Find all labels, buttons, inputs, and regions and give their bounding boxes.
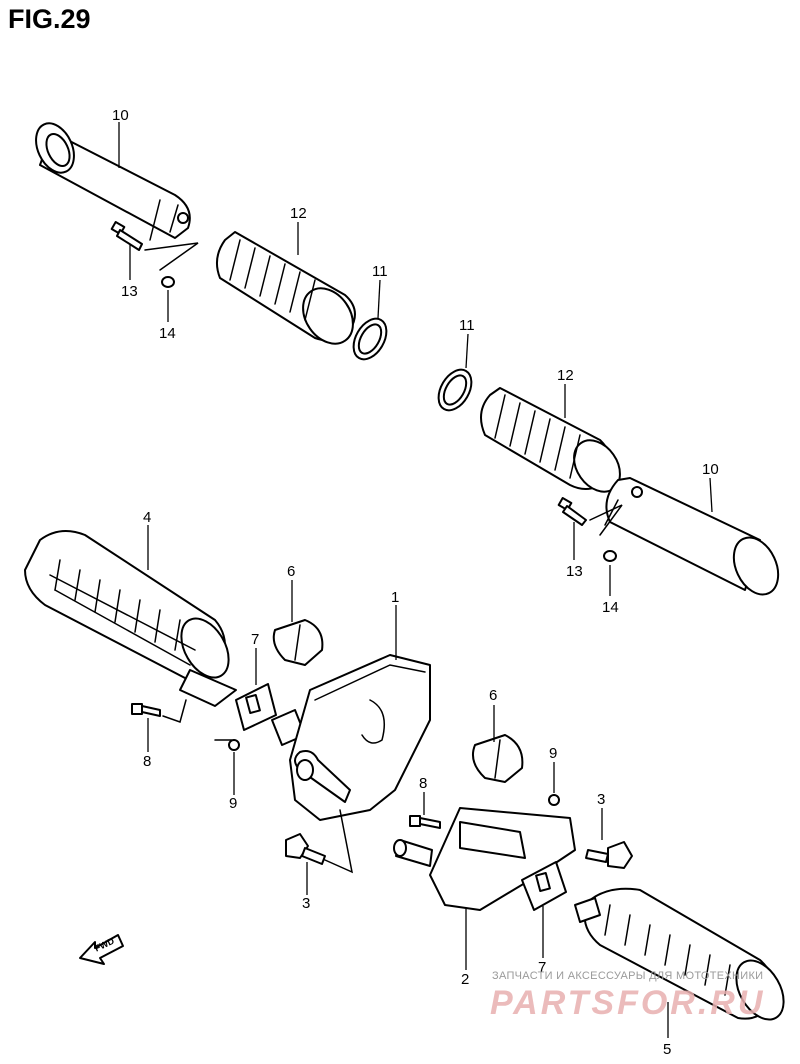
clip-9-right	[548, 794, 560, 806]
callout-11: 11	[459, 317, 475, 334]
callout-14: 14	[602, 599, 619, 616]
passenger-peg-bar-left	[35, 122, 191, 241]
callout-9: 9	[229, 795, 237, 812]
washer-7-left	[235, 683, 277, 731]
clamp-6-right	[472, 734, 524, 783]
callout-9: 9	[549, 745, 557, 762]
clamp-6-left	[272, 619, 324, 666]
passenger-peg-bar-right	[604, 477, 780, 596]
clip-9-left	[228, 739, 240, 751]
bolt-3-right	[585, 841, 633, 869]
bolt-8-left	[131, 703, 161, 717]
peg-rubber-left	[215, 231, 356, 345]
washer-7-right	[521, 861, 567, 911]
peg-rubber-right	[480, 387, 621, 493]
bolt-3-left	[285, 833, 326, 865]
clip-14-mid	[603, 550, 617, 562]
callout-3: 3	[302, 895, 310, 912]
callout-13: 13	[566, 563, 583, 580]
callout-6: 6	[287, 563, 295, 580]
bolt-13-mid	[557, 497, 587, 526]
callout-8: 8	[419, 775, 427, 792]
bolt-8-right	[409, 815, 441, 829]
callout-8: 8	[143, 753, 151, 770]
callout-10: 10	[112, 107, 129, 124]
watermark-caption: ЗАПЧАСТИ И АКСЕССУАРЫ ДЛЯ МОТОТЕХНИКИ	[492, 970, 764, 982]
callout-1: 1	[391, 589, 399, 606]
bracket-1	[289, 654, 431, 821]
callout-7: 7	[251, 631, 259, 648]
clip-14-top	[161, 276, 175, 288]
callout-12: 12	[290, 205, 307, 222]
callout-13: 13	[121, 283, 138, 300]
footpeg-5	[574, 887, 785, 1021]
leader-lines	[118, 122, 713, 1038]
callout-labels: 10 12 11 13 14 11 12 10 13 14 4 6 1 7 8 …	[112, 107, 719, 1058]
washer-11-top	[352, 317, 388, 361]
callout-2: 2	[461, 971, 469, 988]
fwd-arrow-icon: FWD	[79, 934, 124, 965]
figure-title: FIG.29	[8, 4, 91, 34]
callout-6: 6	[489, 687, 497, 704]
footpeg-4-bracket	[179, 669, 237, 707]
callout-12: 12	[557, 367, 574, 384]
callout-5: 5	[663, 1041, 671, 1058]
callout-11: 11	[372, 263, 388, 280]
callout-10: 10	[702, 461, 719, 478]
callout-4: 4	[143, 509, 151, 526]
watermark-logo: PARTSFOR.RU	[490, 984, 766, 1022]
washer-11-mid	[437, 368, 473, 412]
callout-3: 3	[597, 791, 605, 808]
footpeg-4	[24, 530, 230, 681]
callout-7: 7	[538, 959, 546, 976]
bolt-13-top	[110, 221, 143, 251]
callout-14: 14	[159, 325, 176, 342]
bracket-2	[393, 807, 576, 911]
